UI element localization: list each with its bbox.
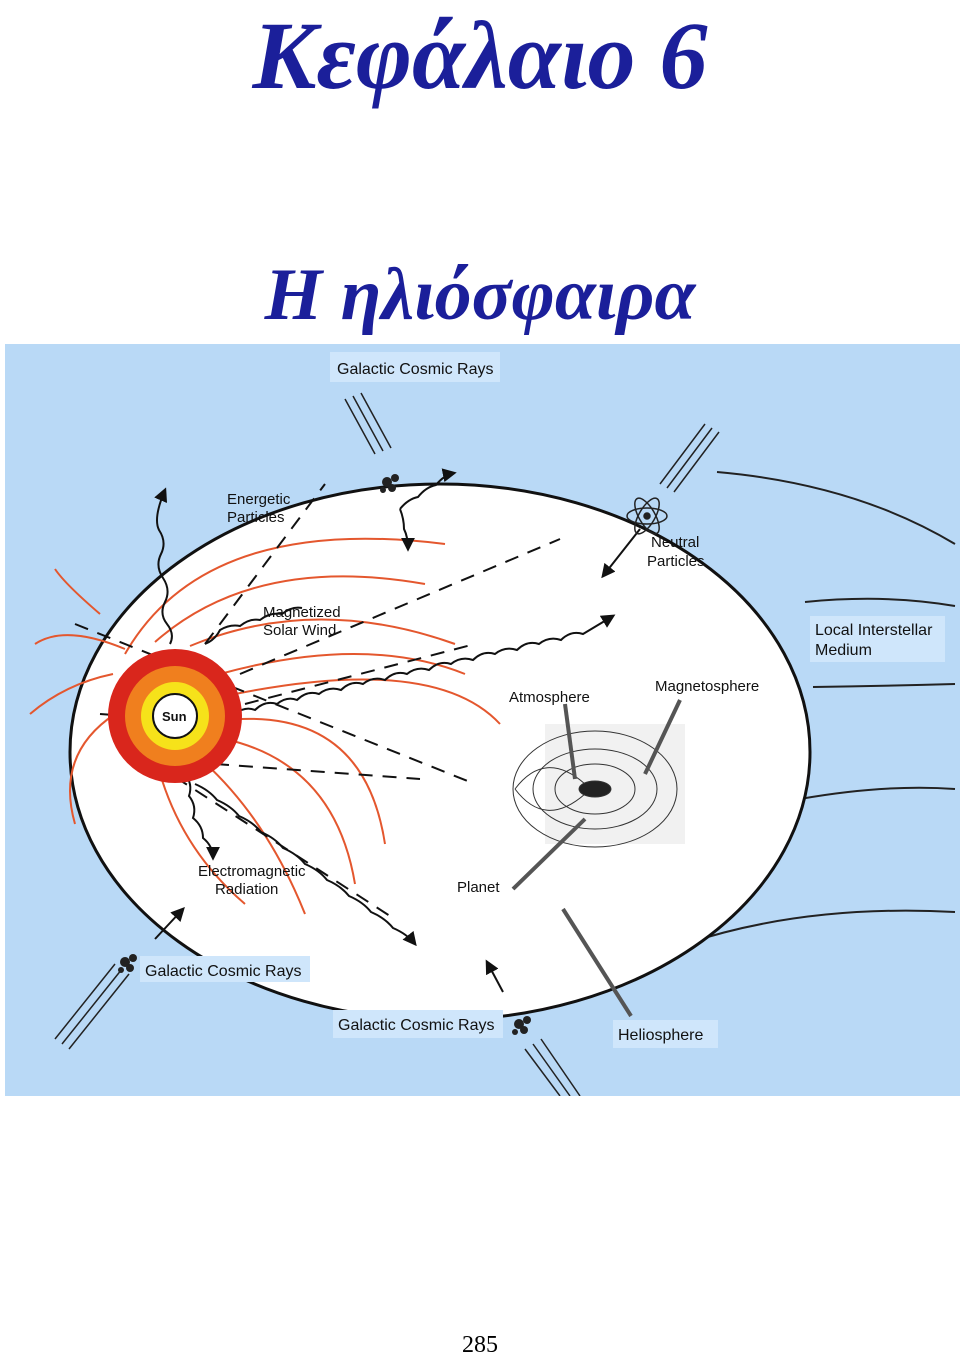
label-magnetized-solar-wind-1: Magnetized	[263, 604, 341, 621]
label-magnetized-solar-wind-2: Solar Wind	[263, 622, 336, 639]
label-galactic-cosmic-rays-bottom: Galactic Cosmic Rays	[338, 1017, 494, 1034]
label-energetic-particles-2: Particles	[227, 509, 285, 526]
heliosphere-figure: Galactic Cosmic Rays Energetic Particles…	[5, 344, 960, 1096]
wavy-radiation-lines	[154, 468, 616, 947]
chapter-title: Κεφάλαιο 6	[252, 2, 708, 109]
cosmic-ray-streams	[54, 392, 720, 1096]
label-electromagnetic-radiation-2: Radiation	[215, 881, 278, 898]
chapter-subtitle: Η ηλιόσφαιρα	[264, 254, 696, 336]
label-atmosphere: Atmosphere	[509, 689, 590, 706]
solar-field-lines	[29, 537, 501, 915]
label-boxes	[140, 352, 945, 1048]
sun	[108, 649, 242, 783]
dashed-lines	[74, 483, 561, 917]
label-sun: Sun	[162, 709, 187, 724]
label-energetic-particles-1: Energetic	[227, 491, 291, 508]
label-magnetosphere: Magnetosphere	[655, 678, 759, 695]
heliosphere-diagram: Galactic Cosmic Rays Energetic Particles…	[29, 352, 956, 1096]
cosmic-ray-arrows	[154, 528, 641, 993]
label-local-interstellar-medium-1: Local Interstellar	[815, 622, 933, 639]
cosmic-ray-cluster-icons	[118, 474, 531, 1035]
page-number: 285	[462, 1332, 498, 1358]
interstellar-flow-lines	[684, 471, 956, 945]
label-galactic-cosmic-rays-top: Galactic Cosmic Rays	[337, 361, 493, 378]
label-heliosphere: Heliosphere	[618, 1027, 703, 1044]
label-galactic-cosmic-rays-left: Galactic Cosmic Rays	[145, 963, 301, 980]
label-planet: Planet	[457, 879, 500, 896]
label-neutral-particles-1: Neutral	[651, 534, 699, 551]
neutral-atom-icon	[626, 497, 668, 535]
pointer-arrows	[511, 699, 682, 1018]
label-local-interstellar-medium-2: Medium	[815, 642, 872, 659]
label-neutral-particles-2: Particles	[647, 553, 705, 570]
label-electromagnetic-radiation-1: Electromagnetic	[198, 863, 306, 880]
